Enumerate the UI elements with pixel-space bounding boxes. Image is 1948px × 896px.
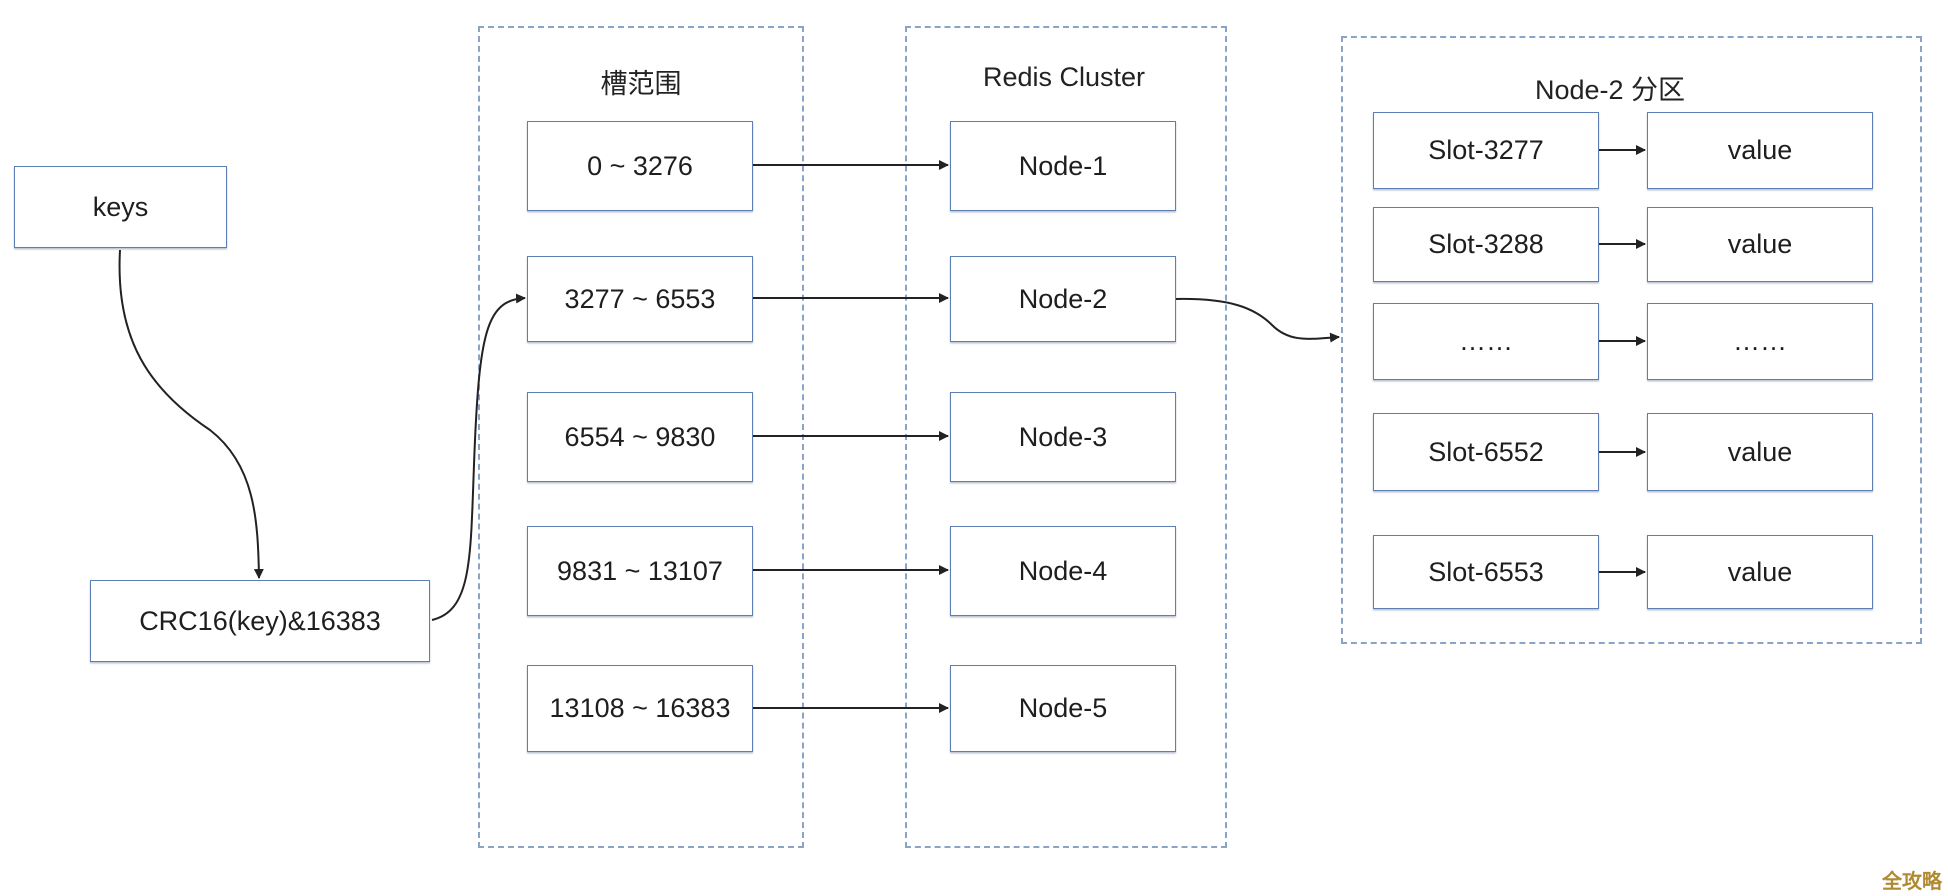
keys-box: keys	[14, 166, 227, 248]
partition-slot-box: Slot-3277	[1373, 112, 1599, 189]
partition-value-box: value	[1647, 535, 1873, 609]
slot-range-box: 0 ~ 3276	[527, 121, 753, 211]
cluster-node-box: Node-5	[950, 665, 1176, 752]
cluster-node-box: Node-4	[950, 526, 1176, 616]
slot-range-box: 9831 ~ 13107	[527, 526, 753, 616]
hash-function-box: CRC16(key)&16383	[90, 580, 430, 662]
slot-range-box: 13108 ~ 16383	[527, 665, 753, 752]
node2-to-partition-arrow	[1175, 297, 1340, 343]
watermark-logo: 全攻略	[1882, 869, 1942, 893]
partition-value-box: ……	[1647, 303, 1873, 380]
cluster-node-box: Node-3	[950, 392, 1176, 482]
partition-value-box: value	[1647, 112, 1873, 189]
partition-value-box: value	[1647, 413, 1873, 491]
redis-cluster-group-title: Redis Cluster	[982, 62, 1146, 92]
slot-range-group-title: 槽范围	[600, 69, 682, 99]
partition-slot-box: Slot-6553	[1373, 535, 1599, 609]
slot-range-box: 6554 ~ 9830	[527, 392, 753, 482]
cluster-node-box: Node-1	[950, 121, 1176, 211]
partition-value-box: value	[1647, 207, 1873, 282]
hash-to-slot-range-arrow	[431, 293, 526, 621]
partition-slot-box: ……	[1373, 303, 1599, 380]
partition-slot-box: Slot-6552	[1373, 413, 1599, 491]
cluster-node-box: Node-2	[950, 256, 1176, 342]
keys-to-hash-arrow	[118, 249, 264, 579]
partition-slot-box: Slot-3288	[1373, 207, 1599, 282]
node2-partition-group-title: Node-2 分区	[1534, 75, 1686, 105]
node2-partition-group	[1341, 36, 1922, 644]
slot-range-box: 3277 ~ 6553	[527, 256, 753, 342]
